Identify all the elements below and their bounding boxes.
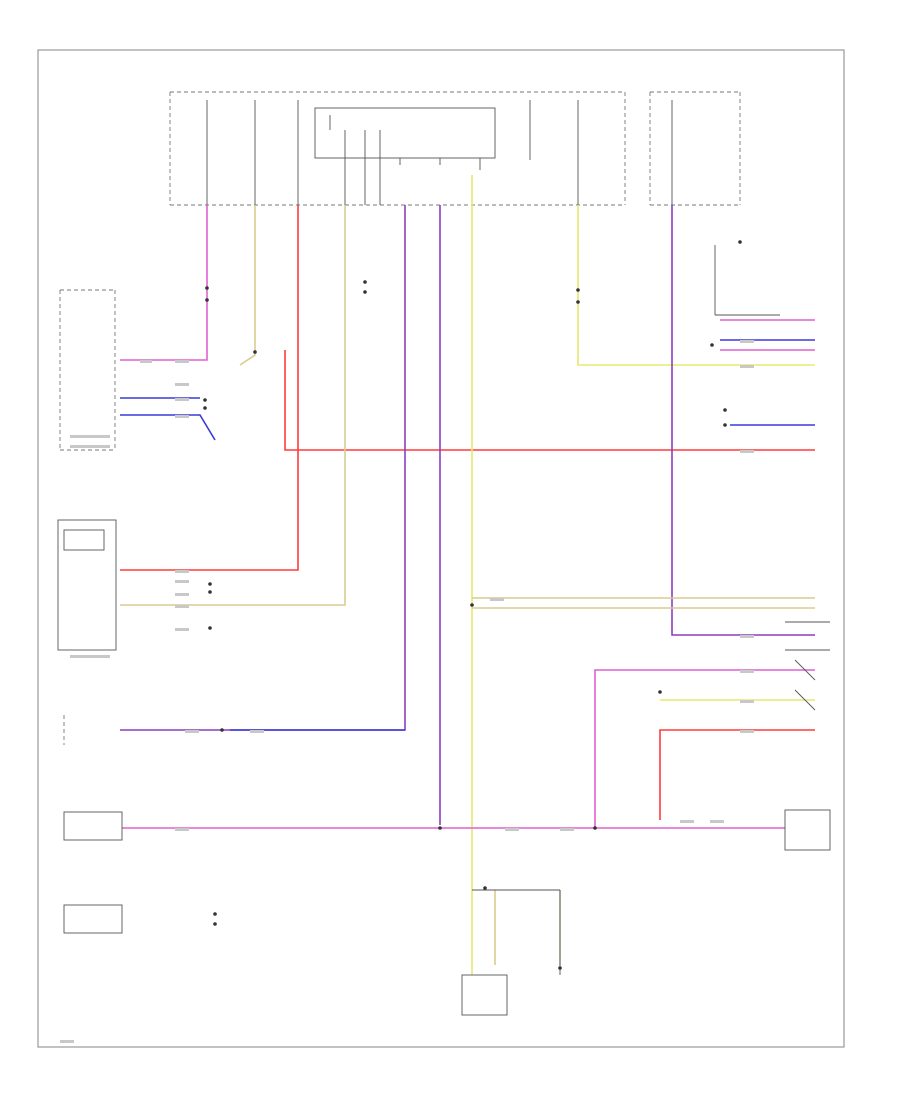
bottom-connector bbox=[461, 889, 561, 1016]
wires bbox=[120, 175, 815, 975]
connector-dots bbox=[203, 240, 742, 970]
wire-red bbox=[120, 205, 299, 571]
module-inner bbox=[63, 529, 105, 551]
wire-yellow-right bbox=[577, 205, 815, 366]
left-components bbox=[57, 289, 123, 934]
fuse-box-top bbox=[169, 91, 626, 206]
fuse-leads bbox=[206, 100, 673, 205]
wire-blue-left2 bbox=[120, 414, 216, 441]
wire-red-right bbox=[659, 729, 815, 820]
wire-purple-left bbox=[120, 205, 406, 731]
wire-pink-left bbox=[120, 205, 208, 361]
fuse-box-right bbox=[649, 91, 741, 206]
module-right-bottom bbox=[784, 809, 831, 851]
module-bottom-b bbox=[63, 904, 123, 934]
wire-purple-right bbox=[671, 205, 815, 636]
module-bottom-a bbox=[63, 811, 123, 841]
wire-pink-right bbox=[594, 669, 815, 828]
wire-tags bbox=[60, 340, 754, 1043]
right-components bbox=[714, 245, 831, 851]
connector-bottom bbox=[461, 974, 508, 1016]
wire-red-cross bbox=[284, 350, 815, 451]
wire-tan-b bbox=[120, 205, 346, 606]
diagram-frame bbox=[37, 49, 845, 1048]
fuse-block-relay bbox=[314, 107, 496, 159]
wire-tan-a bbox=[239, 205, 256, 366]
